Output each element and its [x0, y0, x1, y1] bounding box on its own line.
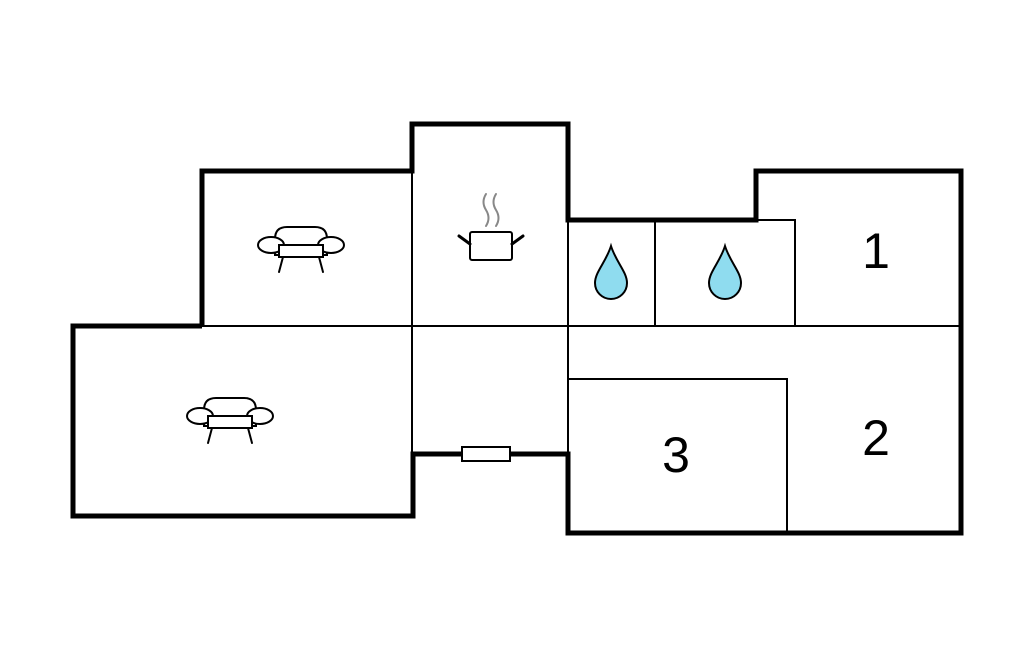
outer-wall-lower-left	[70, 323, 462, 519]
cooking-pot-icon	[457, 193, 525, 261]
partition-bath-bedroom1	[756, 219, 796, 326]
outer-walls	[70, 121, 964, 536]
outer-wall-upper-left	[199, 121, 964, 536]
water-drop-icon	[707, 242, 743, 300]
sofa-icon	[257, 226, 345, 273]
bedroom-2-label: 2	[862, 410, 890, 466]
interior-walls	[202, 171, 961, 533]
water-drop-icon	[593, 242, 629, 300]
sofa-icon	[186, 397, 274, 444]
front-door-icon	[461, 446, 511, 462]
bedroom-1-label: 1	[862, 223, 890, 279]
partition-bedroom3	[568, 378, 788, 533]
bedroom-3-label: 3	[662, 427, 690, 483]
